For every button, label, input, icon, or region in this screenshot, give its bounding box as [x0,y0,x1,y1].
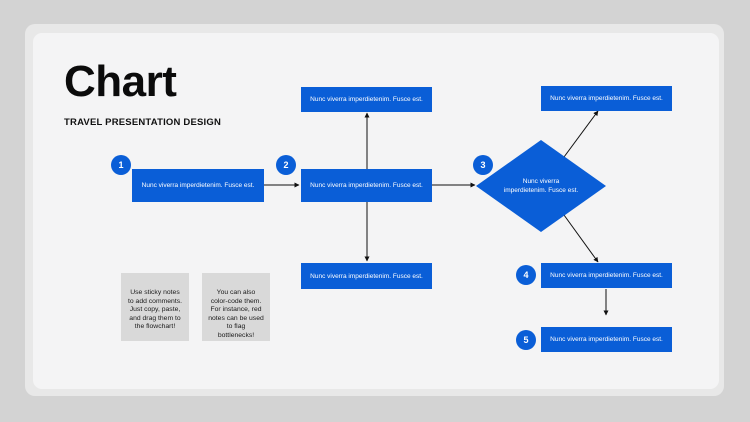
arrow-decision-to-step4 [563,214,599,263]
flow-box-step-4[interactable]: Nunc viverra imperdietenim. Fusce est. [541,263,672,288]
flow-box-step-2[interactable]: Nunc viverra imperdietenim. Fusce est. [301,169,432,202]
flow-box-step-1[interactable]: Nunc viverra imperdietenim. Fusce est. [132,169,264,202]
step-badge-2: 2 [276,155,296,175]
slide-subtitle[interactable]: TRAVEL PRESENTATION DESIGN [64,117,222,128]
step-badge-1: 1 [111,155,131,175]
decision-diamond [476,140,606,232]
arrow-decision-to-top-right [563,110,599,158]
sticky-note-comments[interactable]: Use sticky notes to add comments. Just c… [121,273,189,341]
step-badge-4: 4 [516,265,536,285]
flow-box-step-5[interactable]: Nunc viverra imperdietenim. Fusce est. [541,327,672,352]
flow-box-top-middle[interactable]: Nunc viverra imperdietenim. Fusce est. [301,87,432,112]
step-badge-5: 5 [516,330,536,350]
flow-box-bottom-middle[interactable]: Nunc viverra imperdietenim. Fusce est. [301,263,432,289]
sticky-note-color-code[interactable]: You can also color-code them. For instan… [202,273,270,341]
slide-title[interactable]: Chart [64,57,177,106]
flow-box-top-right[interactable]: Nunc viverra imperdietenim. Fusce est. [541,86,672,111]
decision-label[interactable]: Nunc viverra imperdietenim. Fusce est. [503,178,579,194]
step-badge-3: 3 [473,155,493,175]
